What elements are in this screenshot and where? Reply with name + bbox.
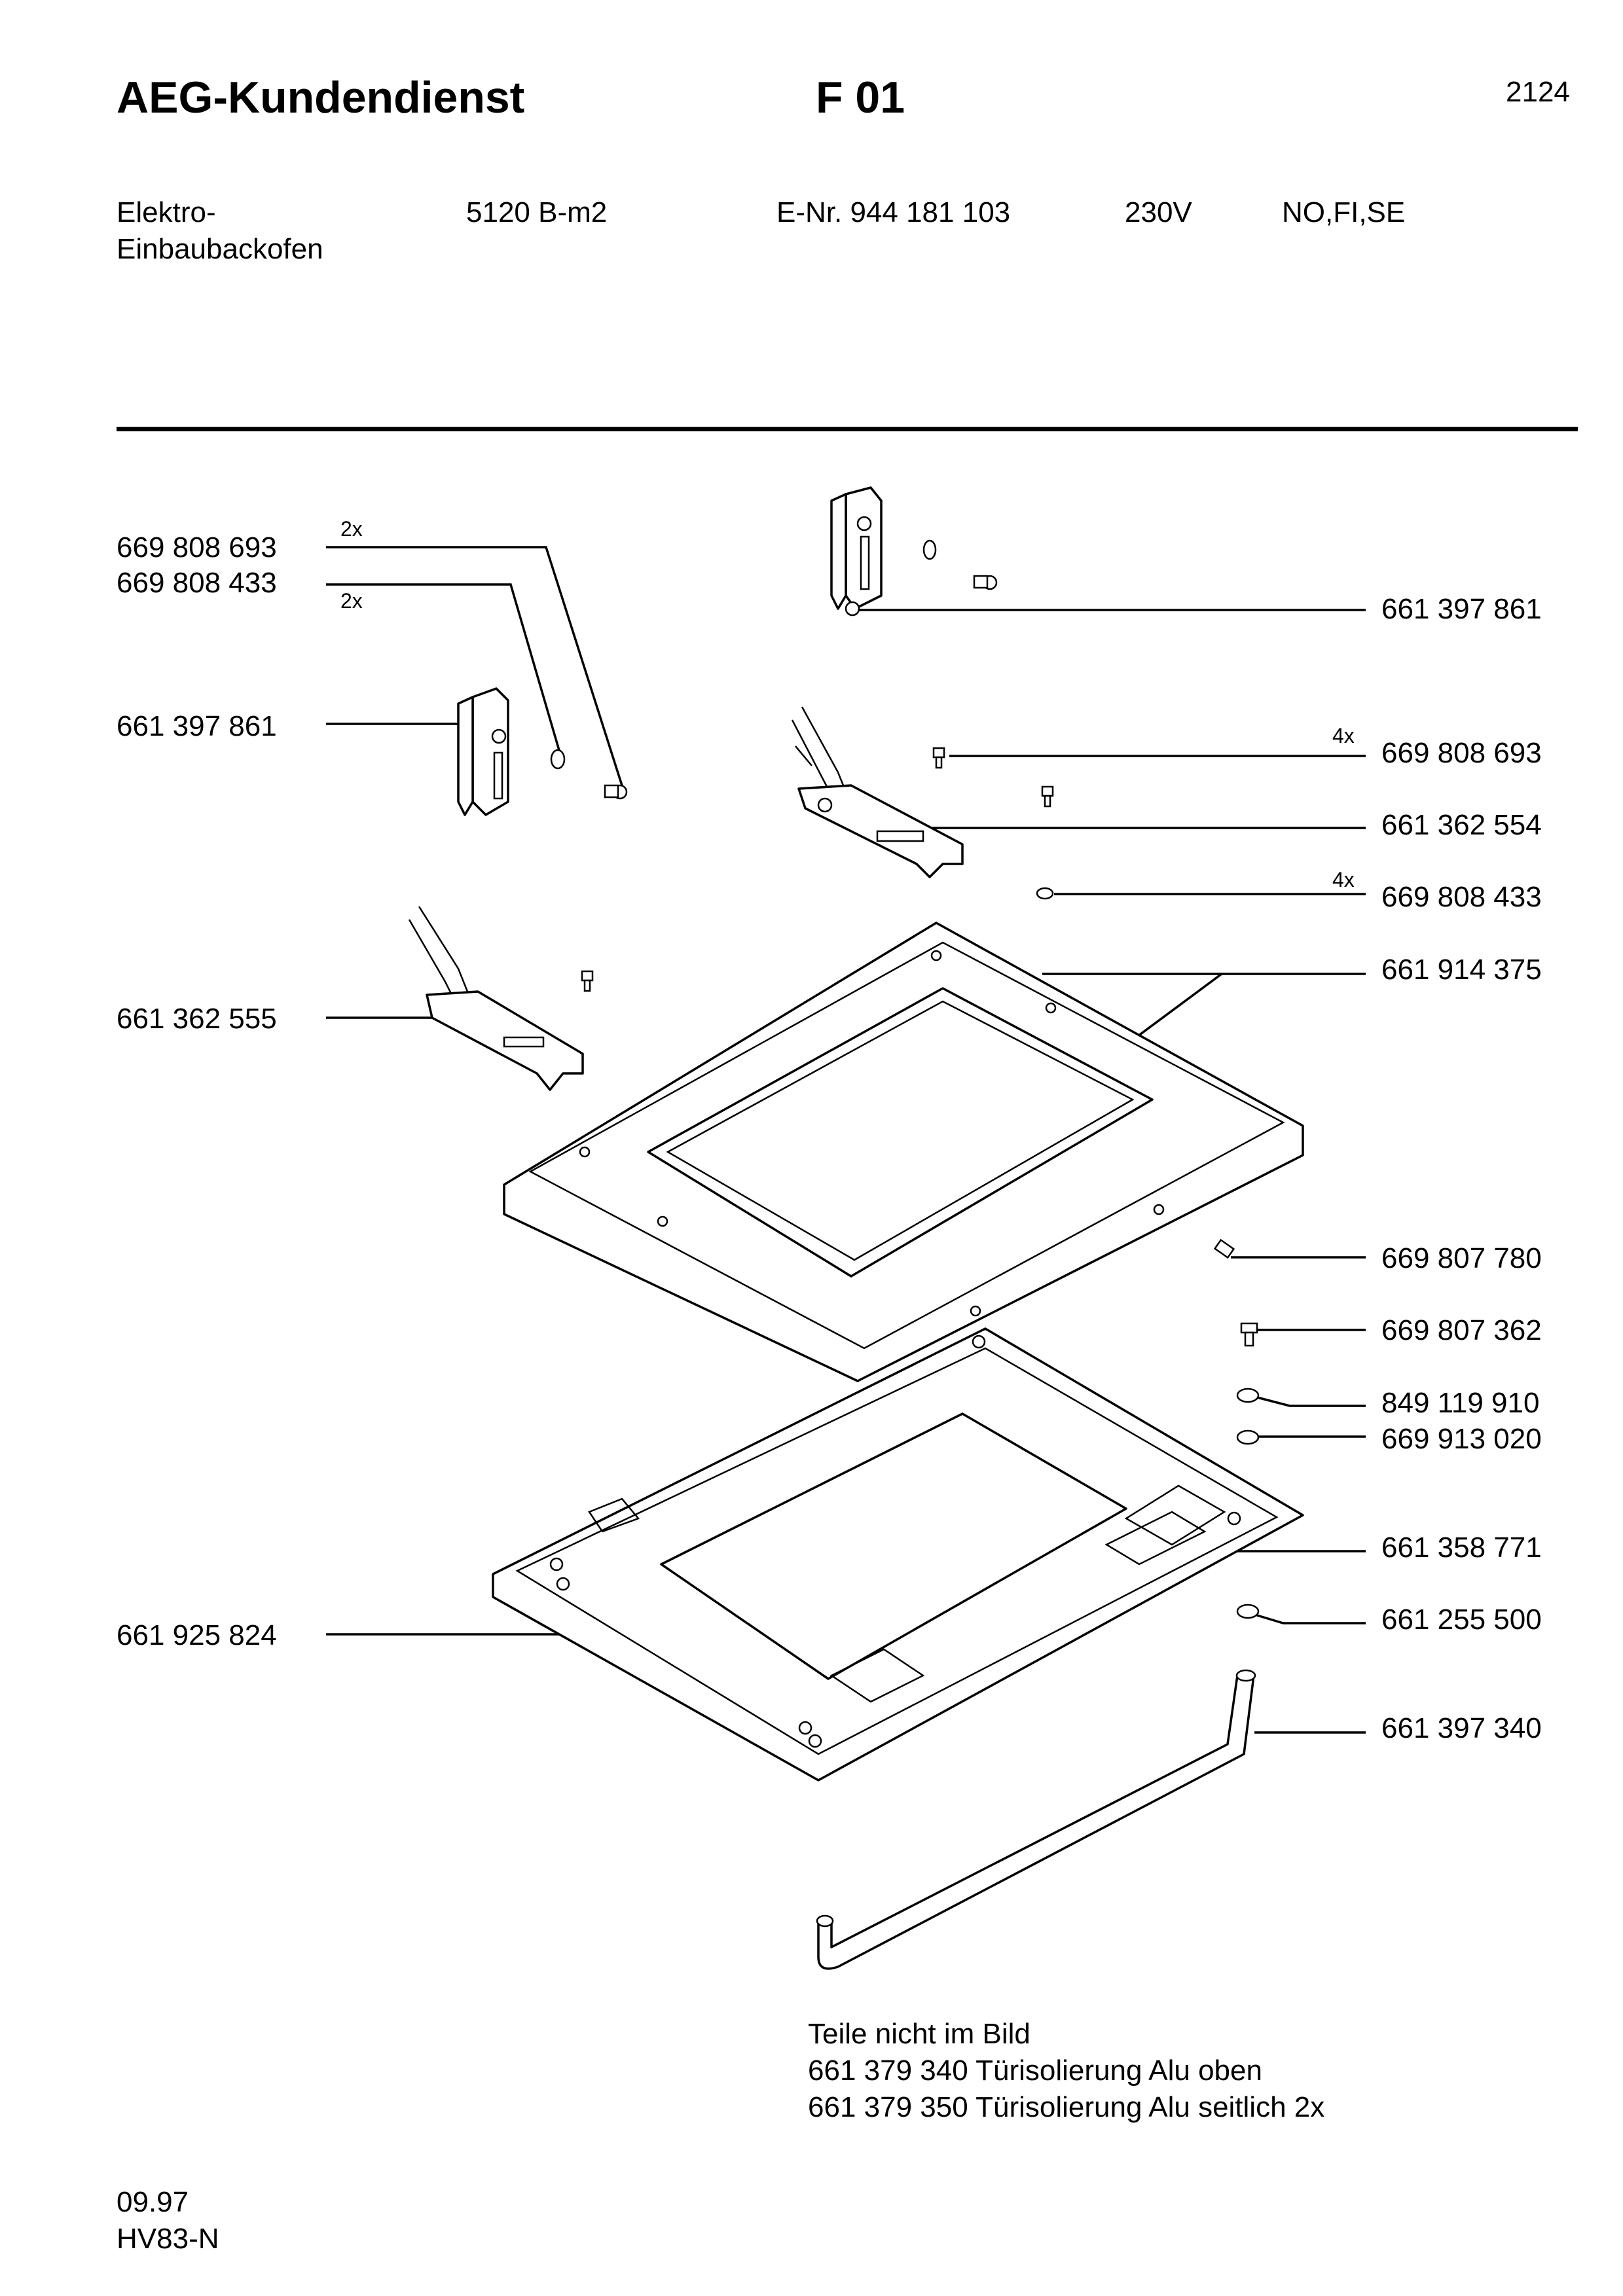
screw-hinge-right-1 xyxy=(932,747,945,769)
document-code: F 01 xyxy=(816,73,905,122)
part-label-left-5: 661 925 824 xyxy=(117,1619,277,1651)
notes-line-2: 661 379 350 Türisolierung Alu seitlich 2… xyxy=(808,2091,1325,2123)
hinge-bracket-top xyxy=(830,486,883,617)
part-label-left-2: 669 808 433 xyxy=(117,567,277,599)
part-label-left-3: 661 397 861 xyxy=(117,710,277,742)
part-label-right-12: 661 397 340 xyxy=(1381,1712,1542,1744)
voltage: 230V xyxy=(1125,196,1192,228)
door-inner-frame xyxy=(503,922,1304,1382)
hinge-right xyxy=(791,706,964,878)
part-label-right-1: 661 397 861 xyxy=(1381,593,1542,625)
door-handle-bar xyxy=(816,1669,1256,1970)
appliance-type-line2: Einbaubackofen xyxy=(117,233,323,265)
part-label-right-2: 669 808 693 xyxy=(1381,737,1542,769)
screw-hinge-left xyxy=(581,970,594,992)
e-number: E-Nr. 944 181 103 xyxy=(776,196,1011,228)
washer-661-255-500 xyxy=(1236,1604,1260,1619)
part-qty-right-2: 4x xyxy=(1332,724,1355,747)
part-label-left-4: 661 362 555 xyxy=(117,1003,277,1035)
page-number: 2124 xyxy=(1506,76,1570,108)
part-label-right-6: 669 807 780 xyxy=(1381,1242,1542,1274)
brand-title: AEG-Kundendienst xyxy=(117,73,525,122)
part-label-right-8: 849 119 910 xyxy=(1381,1387,1540,1419)
footer-code: HV83-N xyxy=(117,2223,219,2255)
part-label-left-1: 669 808 693 xyxy=(117,531,277,564)
part-label-right-5: 661 914 375 xyxy=(1381,954,1542,986)
door-base-frame xyxy=(492,1327,1304,1782)
appliance-type-line1: Elektro- xyxy=(117,196,216,228)
part-qty-left-2: 2x xyxy=(340,589,363,613)
hinge-left xyxy=(408,906,584,1091)
part-qty-left-1: 2x xyxy=(340,517,363,541)
washer-top xyxy=(922,539,937,560)
screw-top xyxy=(973,575,998,590)
screw-left xyxy=(604,784,628,800)
part-label-right-9: 669 913 020 xyxy=(1381,1423,1542,1455)
screw-hinge-right-2 xyxy=(1041,785,1054,808)
notes-line-1: 661 379 340 Türisolierung Alu oben xyxy=(808,2054,1262,2087)
country-codes: NO,FI,SE xyxy=(1282,196,1406,228)
washer-669-913-020 xyxy=(1236,1429,1260,1445)
hinge-guide-rail xyxy=(1104,1511,1207,1566)
notes-heading: Teile nicht im Bild xyxy=(808,2018,1030,2050)
part-label-right-10: 661 358 771 xyxy=(1381,1532,1542,1564)
part-qty-right-4: 4x xyxy=(1332,868,1355,891)
washer-left xyxy=(550,749,566,770)
washer-hinge-right xyxy=(1036,887,1054,900)
footer-date: 09.97 xyxy=(117,2186,189,2218)
model-number: 5120 B-m2 xyxy=(466,196,608,228)
part-label-right-7: 669 807 362 xyxy=(1381,1314,1542,1346)
part-label-right-3: 661 362 554 xyxy=(1381,809,1542,841)
screw-669-807-362 xyxy=(1240,1322,1258,1347)
screw-669-807-780 xyxy=(1213,1238,1235,1259)
part-label-right-11: 661 255 500 xyxy=(1381,1604,1542,1636)
part-label-right-4: 669 808 433 xyxy=(1381,881,1542,913)
washer-849-119-910 xyxy=(1236,1388,1260,1403)
header-divider xyxy=(117,427,1578,431)
hinge-bracket-left xyxy=(457,687,509,816)
